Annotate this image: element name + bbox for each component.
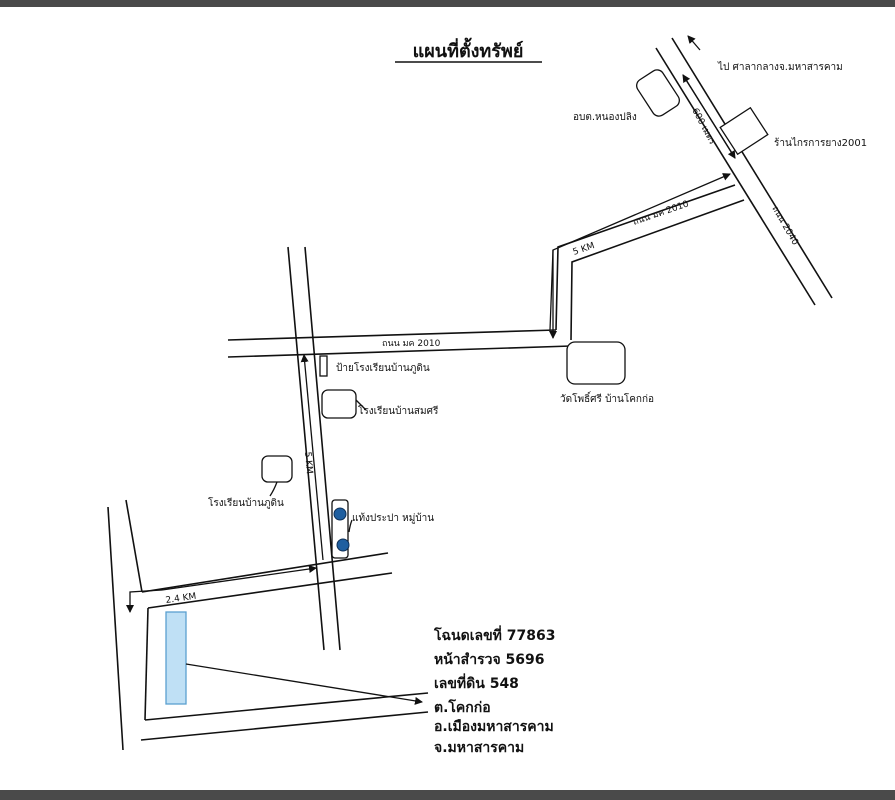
- label-2-4km: 2.4 KM: [165, 592, 197, 606]
- label-wat: วัดโพธิ์ศรี บ้านโคกก่อ: [560, 391, 654, 405]
- wat-building: [566, 341, 626, 385]
- arrow-plot-to-deed: [185, 663, 423, 705]
- arrow-5km-vertical: [300, 354, 324, 561]
- pointer-water-tank: [348, 519, 353, 533]
- label-school-phudin: โรงเรียนบ้านภูดิน: [208, 496, 284, 509]
- pointer-school-phudin: [269, 481, 278, 497]
- road-2040: [655, 37, 833, 306]
- deed-survey-page: หน้าสำรวจ 5696: [434, 652, 545, 668]
- deed-district: อ.เมืองมหาสารคาม: [434, 719, 554, 735]
- road-vertical-village: [287, 246, 341, 651]
- deed-subdistrict: ต.โคกก่อ: [434, 698, 491, 716]
- arrow-2-4km: [161, 565, 317, 591]
- deed-info: โฉนดเลขที่ 77863 หน้าสำรวจ 5696 เลขที่ดิ…: [433, 625, 555, 756]
- bottom-border: [0, 790, 895, 800]
- label-600m: 600 เมตร: [689, 107, 717, 147]
- arrow-600m-up: [682, 74, 736, 159]
- label-school-somsri: โรงเรียนบ้านสมศรี: [358, 404, 439, 417]
- water-tank-pin-1: [333, 507, 347, 521]
- deed-province: จ.มหาสารคาม: [434, 740, 524, 756]
- water-tank-pin-2: [336, 538, 350, 552]
- label-to-city-hall: ไป ศาลากลางจ.มหาสารคาม: [717, 61, 843, 73]
- tire-shop-building: [719, 106, 769, 156]
- label-road-2040: ถนน 2040: [769, 205, 800, 248]
- label-water-tank: แท้งประปา หมู่บ้าน: [352, 512, 434, 524]
- label-tire-shop: ร้านไกรการยาง2001: [774, 137, 867, 149]
- road-bottom-left: [140, 692, 429, 741]
- label-school-sign: ป้ายโรงเรียนบ้านภูดิน: [336, 361, 430, 374]
- deed-number: โฉนดเลขที่ 77863: [433, 625, 555, 644]
- map-title: แผนที่ตั้งทรัพย์: [413, 37, 524, 62]
- school-sign: [319, 355, 328, 377]
- deed-land-number: เลขที่ดิน 548: [434, 673, 519, 692]
- arrow-to-city-hall: [687, 35, 701, 51]
- road-mk2010-upper: [555, 184, 745, 341]
- label-road-mk2010-lower: ถนน มค 2010: [382, 339, 441, 349]
- arrow-2-4km-down: [126, 589, 163, 613]
- label-5km-vertical: 5 KM: [302, 451, 314, 474]
- top-border: [0, 0, 895, 7]
- school-phudin-building: [261, 455, 293, 483]
- label-sao: อบต.หนองปลิง: [573, 112, 637, 123]
- road-left-vertical: [107, 499, 149, 751]
- road-mk2010-lower: [227, 329, 572, 358]
- road-lower-horizontal: [141, 552, 393, 609]
- property-plot: [165, 611, 187, 705]
- sao-building: [636, 69, 680, 117]
- pointer-school-somsri: [355, 399, 367, 411]
- school-somsri-building: [321, 389, 357, 419]
